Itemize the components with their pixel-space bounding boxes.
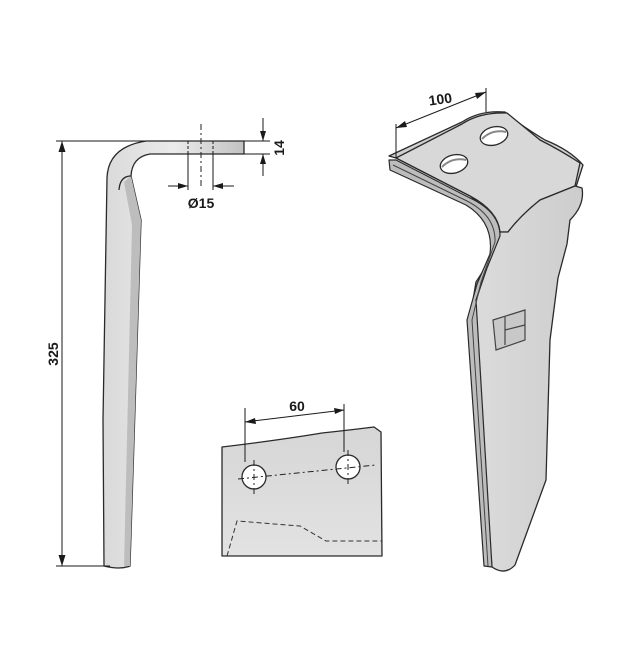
blade-edge-inner-line — [392, 164, 496, 567]
plate-detail: 60 — [221, 398, 383, 557]
side-view-bend-line — [118, 175, 132, 191]
blade-edge-band — [388, 159, 501, 568]
hole-arrow-right — [213, 183, 223, 189]
spacing-dim-line — [244, 409, 345, 423]
hole-diameter-label: Ø15 — [188, 195, 215, 211]
spacing-arrow-left — [245, 418, 256, 424]
side-view: 325 Ø15 14 — [45, 118, 287, 569]
plate-hidden-line — [226, 520, 382, 557]
width-arrow-right — [475, 92, 486, 99]
width-dim-line — [395, 91, 487, 129]
width-arrow-left — [396, 121, 407, 128]
length-label: 325 — [45, 342, 61, 366]
blade-hole-front-shade — [441, 158, 467, 168]
blade-hole-back-shade — [481, 130, 507, 140]
blade-logo-icon — [492, 309, 526, 351]
width-label: 100 — [428, 89, 454, 108]
spacing-label: 60 — [289, 398, 305, 414]
spacing-arrow-right — [334, 408, 344, 414]
thickness-arrow-top — [260, 131, 266, 141]
length-arrow-bottom — [58, 555, 66, 566]
side-view-bevel — [124, 176, 141, 566]
plate-hole-axis — [237, 464, 377, 480]
plate-body — [221, 426, 383, 557]
perspective-view: 100 — [388, 88, 584, 572]
length-arrow-top — [58, 141, 66, 152]
thickness-arrow-bottom — [260, 154, 266, 164]
thickness-label: 14 — [271, 140, 287, 156]
blade-body — [469, 185, 584, 572]
hole-arrow-left — [178, 183, 188, 189]
